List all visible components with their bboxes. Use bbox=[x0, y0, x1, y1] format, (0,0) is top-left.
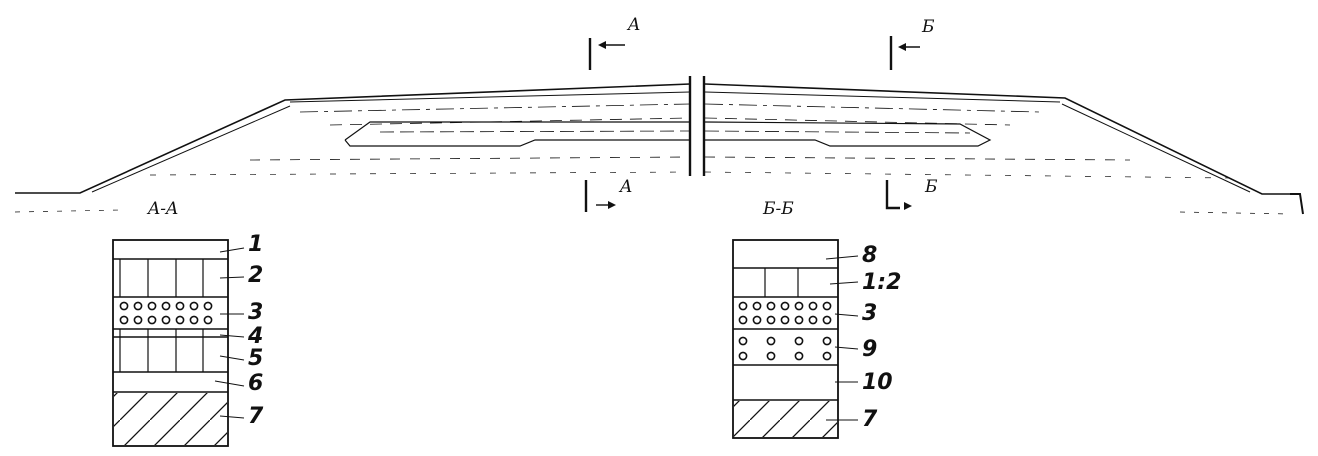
section-title-left: A-A bbox=[146, 199, 178, 219]
label-right-10: 10 bbox=[862, 370, 893, 395]
layer-labels-left: 1 2 3 4 5 6 7 bbox=[214, 232, 264, 429]
cut-mark-b-top: Б bbox=[889, 17, 935, 70]
label-left-4: 4 bbox=[247, 324, 263, 349]
label-right-1-2: 1:2 bbox=[862, 270, 901, 295]
ground-line bbox=[15, 83, 691, 194]
cut-mark-b-bottom-label: Б bbox=[924, 177, 938, 197]
cut-mark-b-bottom: Б bbox=[885, 177, 938, 210]
slope-line-left bbox=[91, 105, 291, 193]
cut-mark-a-bottom-label: A bbox=[618, 177, 632, 197]
label-right-9: 9 bbox=[862, 337, 877, 362]
cut-mark-a-top: A bbox=[588, 15, 640, 70]
slope-line-right bbox=[1061, 103, 1251, 193]
label-right-8: 8 bbox=[862, 243, 877, 268]
embankment-profile bbox=[14, 76, 1304, 215]
layer-column-left bbox=[112, 239, 229, 447]
label-right-3: 3 bbox=[862, 301, 877, 326]
layer-column-right bbox=[732, 239, 839, 439]
layer-labels-right: 8 1:2 3 9 10 7 bbox=[825, 243, 901, 432]
section-title-right: Б-Б bbox=[762, 199, 794, 219]
cut-mark-a-top-label: A bbox=[626, 15, 640, 35]
label-left-3: 3 bbox=[248, 300, 263, 325]
cut-mark-a-bottom: A bbox=[584, 177, 632, 212]
label-left-5: 5 bbox=[248, 346, 263, 371]
ground-line-right bbox=[704, 83, 1300, 195]
label-left-1: 1 bbox=[248, 232, 263, 257]
label-left-6: 6 bbox=[248, 371, 263, 396]
cut-mark-b-top-label: Б bbox=[921, 17, 935, 37]
label-right-7: 7 bbox=[862, 407, 878, 432]
label-left-2: 2 bbox=[248, 263, 263, 288]
label-left-7: 7 bbox=[248, 404, 264, 429]
